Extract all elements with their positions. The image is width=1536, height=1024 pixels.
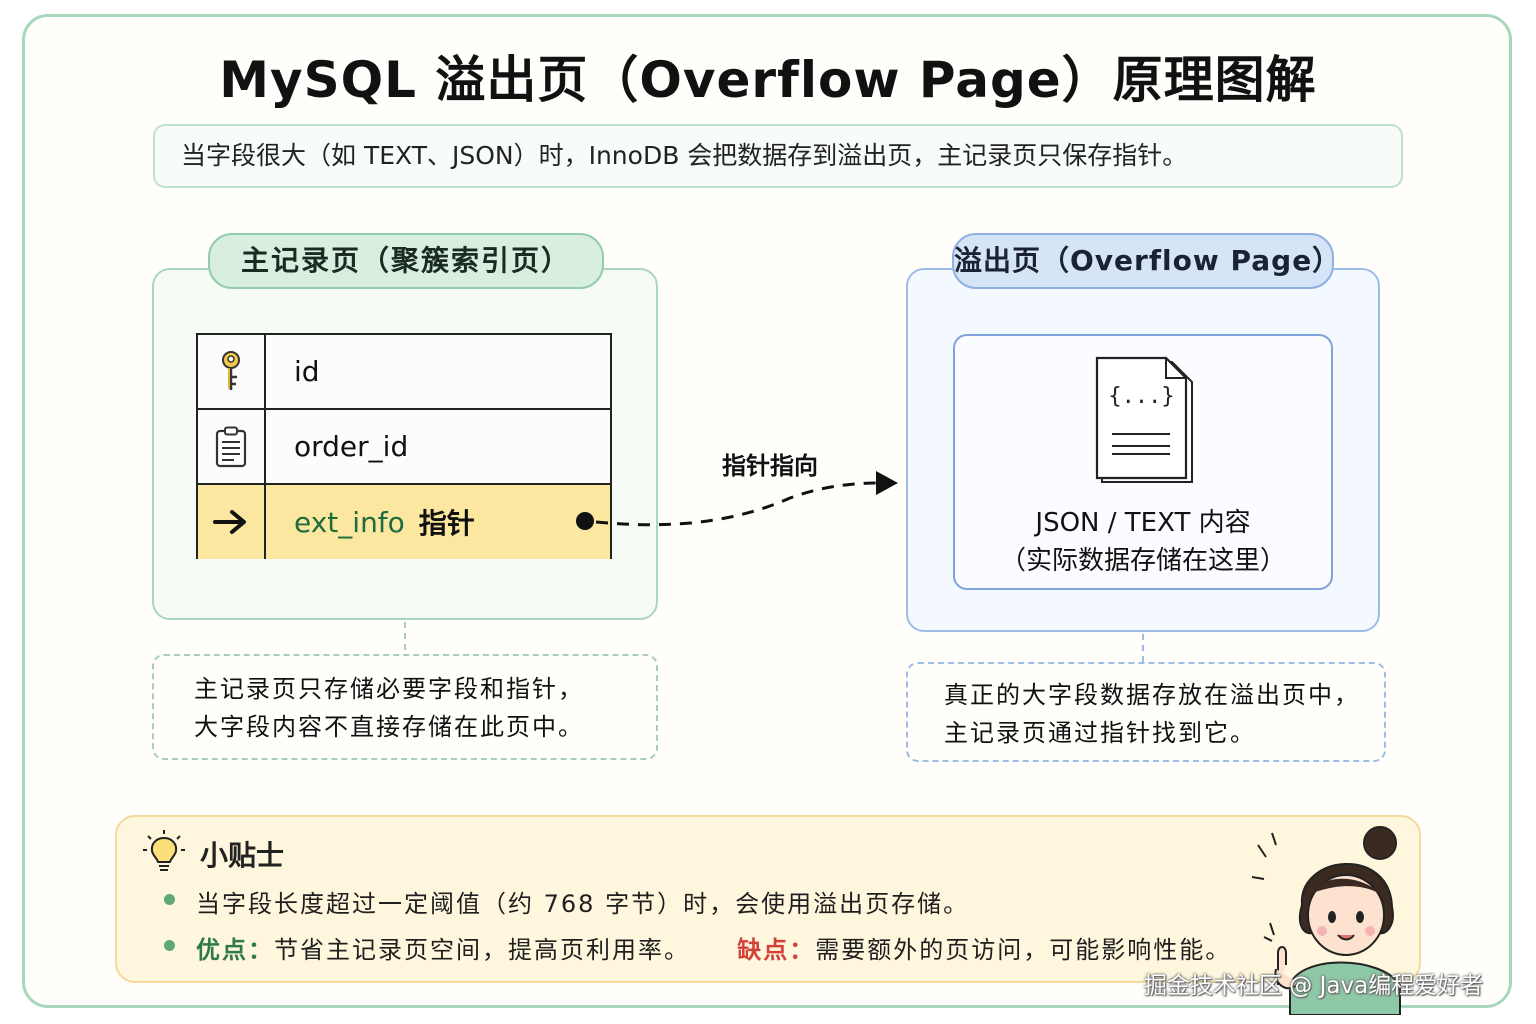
cons-label: 缺点： <box>737 936 816 964</box>
tip-pros-cons: 优点：节省主记录页空间，提高页利用率。 缺点：需要额外的页访问，可能影响性能。 <box>196 930 1231 965</box>
watermark: 掘金技术社区 @ Java编程爱好者 <box>1144 973 1484 999</box>
overflow-page-note-line: 真正的大字段数据存放在溢出页中， <box>944 681 1360 709</box>
overflow-page-title: 溢出页（Overflow Page） <box>952 233 1340 289</box>
field-label-order-id: order_id <box>294 430 409 463</box>
main-page-note: 主记录页只存储必要字段和指针， 大字段内容不直接存储在此页中。 <box>152 654 658 760</box>
main-page-note-line: 主记录页只存储必要字段和指针， <box>194 675 584 703</box>
overflow-content-type: JSON / TEXT 内容 <box>1035 508 1251 538</box>
tip-bullet <box>164 894 175 905</box>
pros-text: 节省主记录页空间，提高页利用率。 <box>274 936 690 964</box>
overflow-content-desc: （实际数据存储在这里） <box>999 546 1286 576</box>
lightbulb-icon <box>143 830 185 871</box>
girl-illustration <box>1251 826 1401 1015</box>
pointer-label: 指针 <box>418 507 475 540</box>
arrow-right-icon <box>213 510 246 534</box>
document-symbol: {...} <box>1108 384 1175 409</box>
tips-panel <box>115 815 1421 983</box>
main-page-note-line: 大字段内容不直接存储在此页中。 <box>194 713 584 741</box>
pros-label: 优点： <box>196 936 274 964</box>
tip-bullet <box>164 940 175 951</box>
subtitle-box: 当字段很大（如 TEXT、JSON）时，InnoDB 会把数据存到溢出页，主记录… <box>153 124 1403 188</box>
key-icon <box>222 350 240 390</box>
ext-info-code: ext_info <box>294 505 405 539</box>
tip-threshold: 当字段长度超过一定阈值（约 768 字节）时，会使用溢出页存储。 <box>196 890 970 918</box>
table-row-order-id: order_id <box>198 410 610 485</box>
tips-title: 小贴士 <box>200 839 285 872</box>
cons-text: 需要额外的页访问，可能影响性能。 <box>815 936 1232 964</box>
field-label-ext-info: ext_info 指针 <box>294 485 475 559</box>
overflow-page-note: 真正的大字段数据存放在溢出页中， 主记录页通过指针找到它。 <box>906 662 1386 762</box>
pointer-dot <box>576 512 594 530</box>
document-icon: {...} <box>1092 354 1198 486</box>
record-table: id order_id ext_info 指针 <box>196 333 612 559</box>
page-title: MySQL 溢出页（Overflow Page）原理图解 <box>219 51 1317 109</box>
table-row-ext-info: ext_info 指针 <box>198 485 610 559</box>
main-page-title: 主记录页（聚簇索引页） <box>208 233 604 289</box>
table-row-id: id <box>198 335 610 410</box>
overflow-page-note-line: 主记录页通过指针找到它。 <box>944 719 1256 747</box>
field-label-id: id <box>294 355 320 388</box>
pointer-arrow-label: 指针指向 <box>722 452 818 480</box>
clipboard-icon <box>215 426 247 467</box>
